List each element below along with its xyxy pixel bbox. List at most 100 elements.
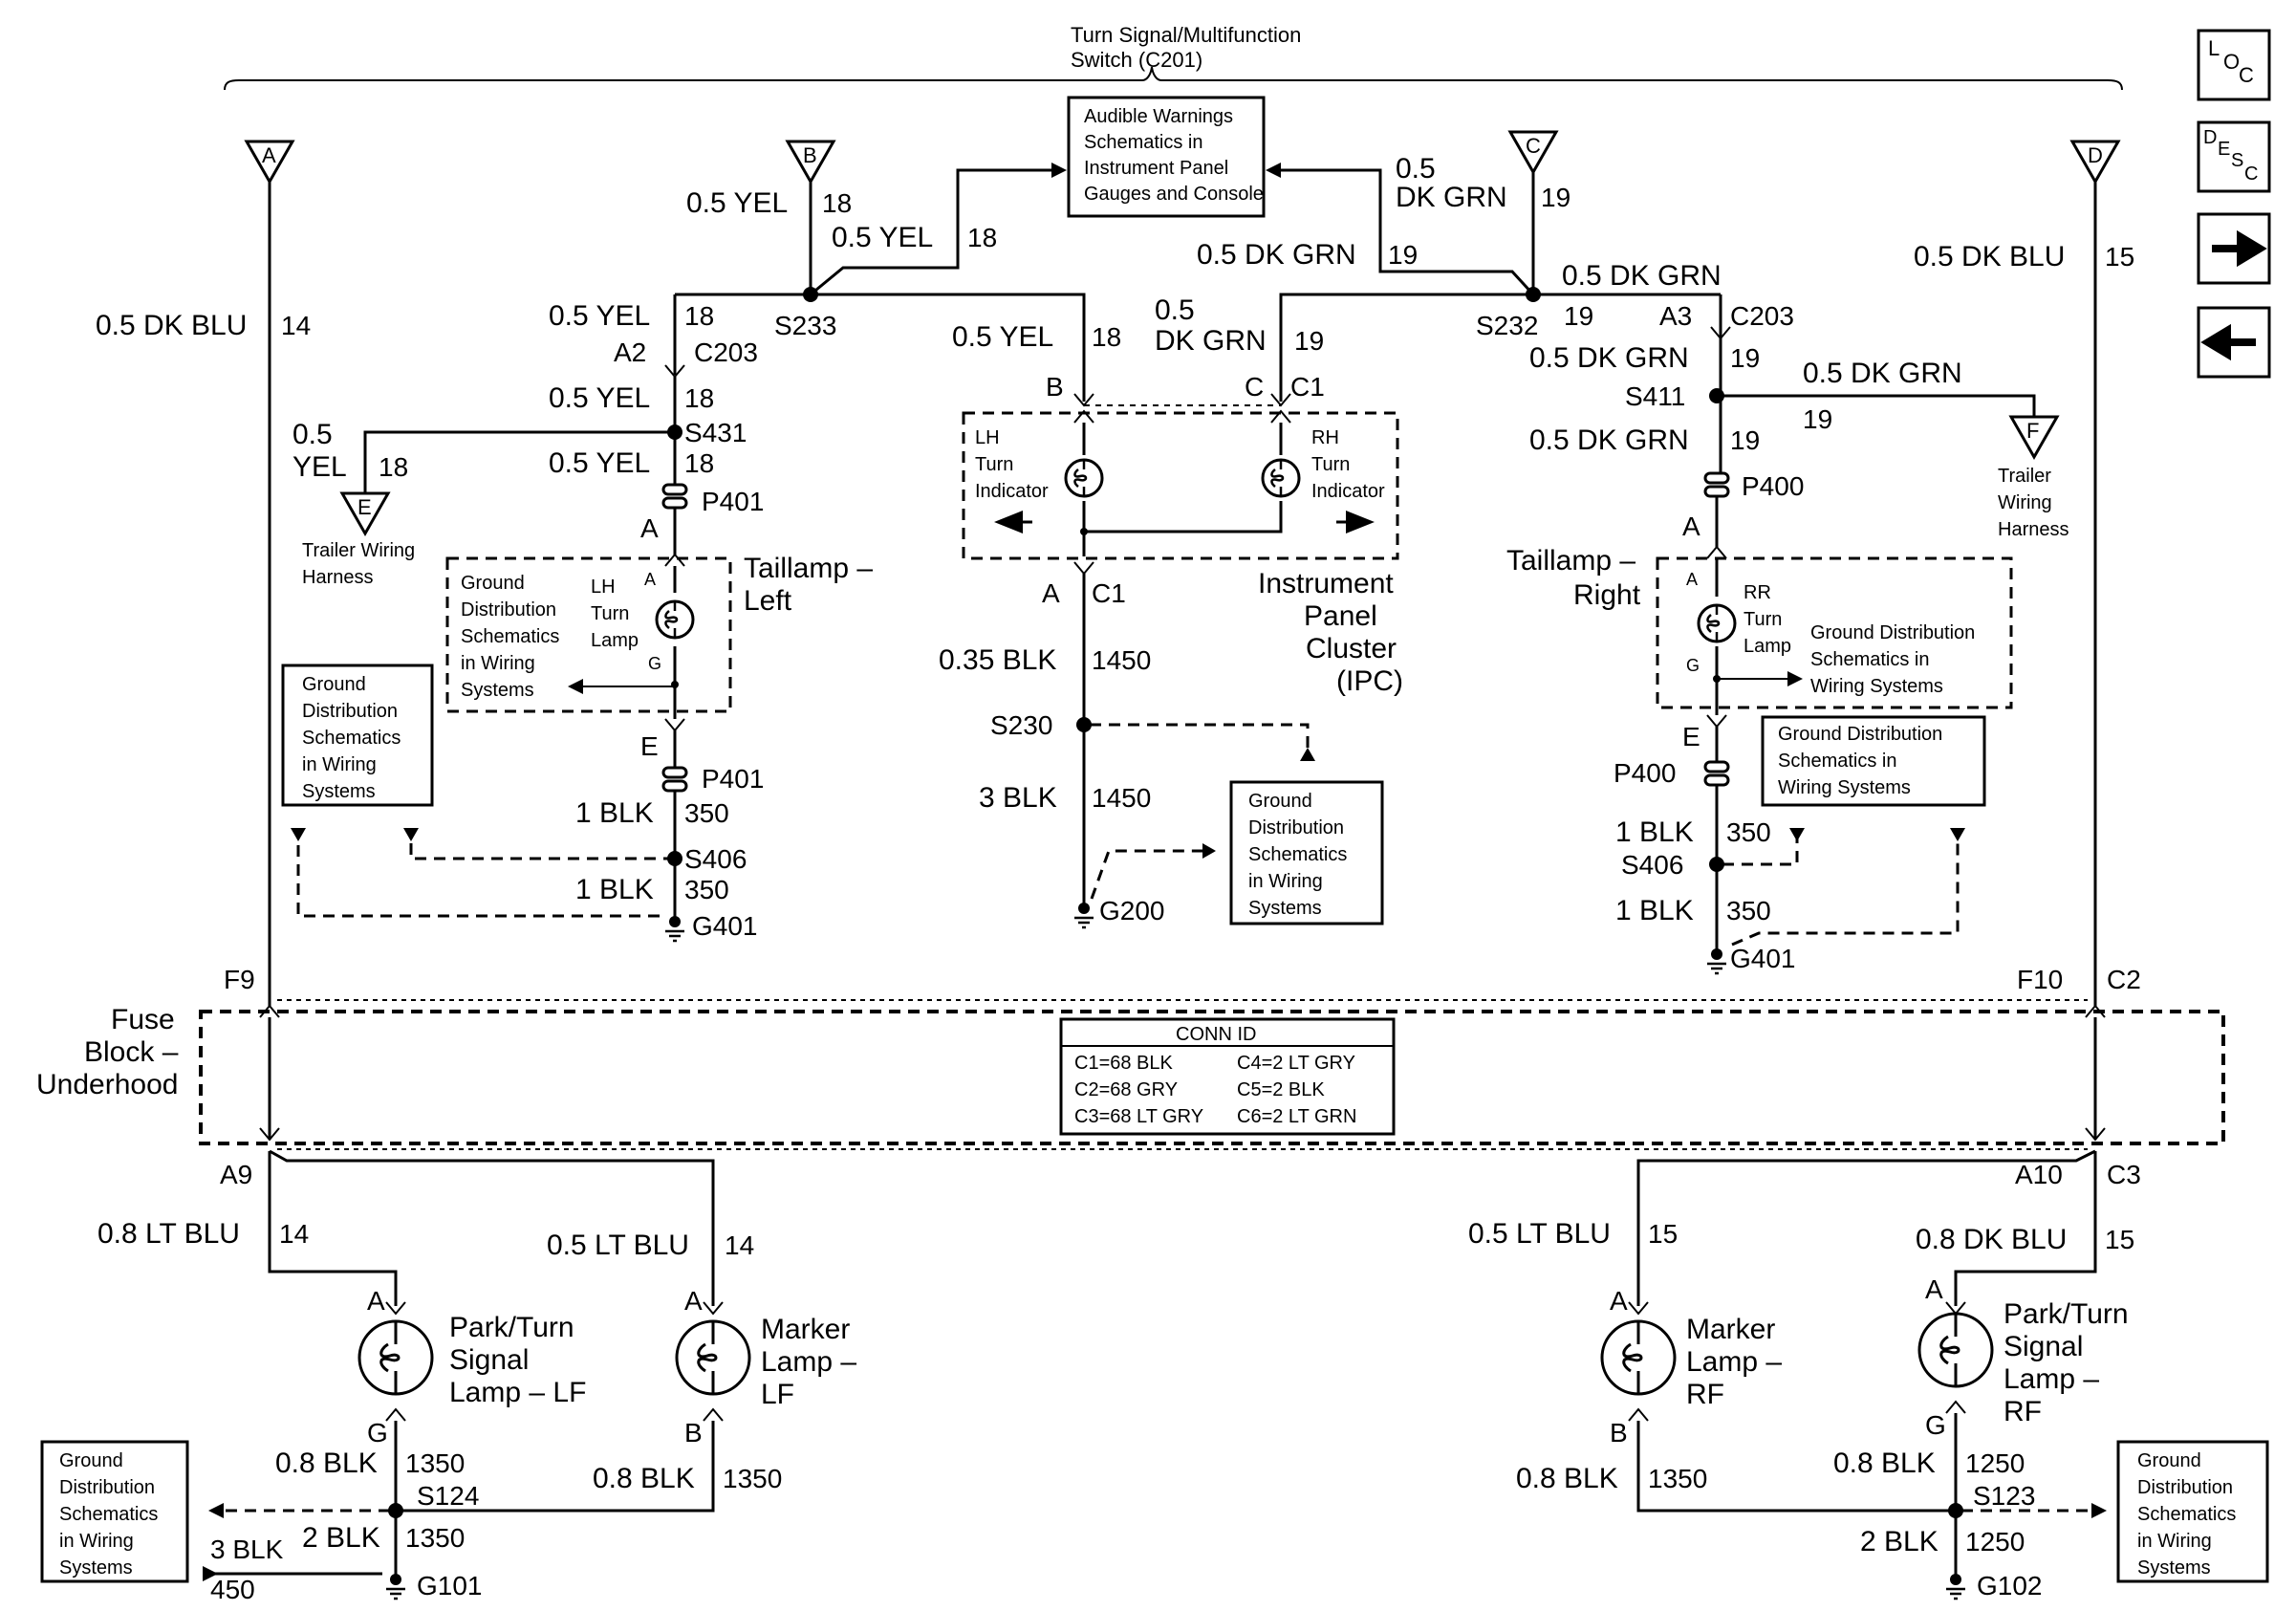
- svg-text:0.35 BLK: 0.35 BLK: [939, 644, 1056, 676]
- svg-text:Lamp: Lamp: [591, 630, 639, 651]
- svg-text:P400: P400: [1614, 758, 1676, 788]
- svg-text:P401: P401: [702, 764, 764, 794]
- svg-text:15: 15: [1648, 1219, 1678, 1249]
- svg-text:A10: A10: [2015, 1160, 2063, 1189]
- svg-text:C2=68 GRY: C2=68 GRY: [1074, 1079, 1178, 1100]
- svg-text:B: B: [803, 143, 817, 167]
- svg-text:2 BLK: 2 BLK: [1860, 1526, 1939, 1557]
- nav-buttons[interactable]: L O C D E S C: [2197, 29, 2271, 379]
- svg-text:0.8 LT BLU: 0.8 LT BLU: [97, 1218, 240, 1250]
- connector-labels: S233 S232 A2 C203 A3 C203 S431 S411 P401…: [220, 301, 2141, 1600]
- svg-text:Ground: Ground: [302, 674, 366, 695]
- svg-text:Wiring: Wiring: [1998, 492, 2052, 513]
- lh-indicator-arrow-icon: [994, 511, 1023, 533]
- svg-text:Indicator: Indicator: [975, 481, 1049, 502]
- rh-branch: Taillamp – Right RR Turn Lamp Ground Dis…: [1506, 326, 2036, 975]
- desc-button[interactable]: [2197, 120, 2271, 193]
- svg-text:Schematics: Schematics: [59, 1504, 158, 1525]
- svg-text:Audible Warnings: Audible Warnings: [1084, 106, 1233, 127]
- svg-text:0.5: 0.5: [1155, 294, 1195, 326]
- svg-text:0.5 YEL: 0.5 YEL: [549, 382, 650, 414]
- svg-text:G101: G101: [417, 1571, 483, 1600]
- svg-text:14: 14: [281, 311, 311, 340]
- svg-text:G401: G401: [692, 911, 758, 941]
- svg-text:C203: C203: [1730, 301, 1794, 331]
- ground-box-br: Ground Distribution Schematics in Wiring…: [2116, 1440, 2269, 1583]
- svg-text:Schematics in: Schematics in: [1810, 649, 1930, 670]
- svg-text:Ground Distribution: Ground Distribution: [1778, 724, 1942, 745]
- ground-box-left: Ground Distribution Schematics in Wiring…: [281, 664, 434, 807]
- svg-text:Taillamp –: Taillamp –: [1506, 545, 1635, 577]
- svg-text:E: E: [2218, 139, 2230, 160]
- svg-text:1 BLK: 1 BLK: [1615, 895, 1694, 926]
- svg-text:0.5 YEL: 0.5 YEL: [832, 222, 933, 253]
- svg-text:Distribution: Distribution: [1248, 817, 1344, 838]
- svg-text:0.8 BLK: 0.8 BLK: [1833, 1448, 1936, 1479]
- svg-text:0.5 YEL: 0.5 YEL: [686, 187, 788, 219]
- svg-text:Wiring Systems: Wiring Systems: [1810, 676, 1943, 697]
- svg-text:C: C: [2244, 163, 2258, 185]
- switch-title-2: Switch (C201): [1071, 48, 1202, 72]
- svg-text:Block –: Block –: [84, 1036, 179, 1068]
- svg-text:19: 19: [1730, 425, 1760, 455]
- svg-text:C1: C1: [1290, 372, 1325, 402]
- svg-text:15: 15: [2105, 1225, 2134, 1254]
- svg-text:A: A: [1686, 570, 1698, 589]
- svg-text:Schematics: Schematics: [302, 728, 401, 749]
- svg-text:Lamp: Lamp: [1744, 636, 1791, 657]
- svg-text:14: 14: [279, 1219, 309, 1249]
- right-arrow-icon: [2212, 229, 2267, 268]
- svg-text:E: E: [357, 495, 372, 519]
- svg-text:Indicator: Indicator: [1311, 481, 1385, 502]
- lh-branch: [291, 364, 732, 943]
- svg-text:0.5 YEL: 0.5 YEL: [549, 300, 650, 332]
- fuse-block: Fuse Block – Underhood: [36, 999, 2225, 1150]
- svg-text:Fuse: Fuse: [111, 1004, 175, 1035]
- svg-text:19: 19: [1541, 183, 1570, 212]
- svg-text:1350: 1350: [405, 1448, 465, 1478]
- lamp-labels: Park/Turn Signal Lamp – LF Marker Lamp –…: [449, 1298, 2129, 1427]
- svg-text:Panel: Panel: [1304, 600, 1377, 632]
- svg-text:DK GRN: DK GRN: [1396, 182, 1507, 213]
- svg-text:18: 18: [684, 383, 714, 413]
- svg-text:C3: C3: [2107, 1160, 2141, 1189]
- svg-text:S411: S411: [1625, 381, 1685, 411]
- svg-text:Marker: Marker: [1686, 1314, 1775, 1345]
- svg-text:0.8 BLK: 0.8 BLK: [593, 1463, 695, 1494]
- svg-text:450: 450: [210, 1575, 255, 1604]
- svg-text:19: 19: [1294, 326, 1324, 356]
- svg-text:0.5 YEL: 0.5 YEL: [549, 447, 650, 479]
- svg-text:19: 19: [1730, 343, 1760, 373]
- svg-text:Ground: Ground: [1248, 791, 1312, 812]
- svg-text:C3=68 LT GRY: C3=68 LT GRY: [1074, 1106, 1203, 1127]
- svg-text:Harness: Harness: [1998, 519, 2069, 540]
- ground-box-center: Ground Distribution Schematics in Wiring…: [1229, 780, 1384, 925]
- svg-text:Ground: Ground: [59, 1450, 123, 1471]
- svg-text:18: 18: [1092, 322, 1121, 352]
- svg-text:2 BLK: 2 BLK: [302, 1522, 380, 1554]
- svg-text:F: F: [2026, 419, 2039, 443]
- svg-text:C5=2 BLK: C5=2 BLK: [1237, 1079, 1325, 1100]
- loc-button[interactable]: [2197, 29, 2271, 101]
- svg-text:S123: S123: [1973, 1481, 2035, 1511]
- svg-text:Wiring Systems: Wiring Systems: [1778, 777, 1911, 798]
- svg-text:Systems: Systems: [2137, 1557, 2211, 1578]
- svg-text:CONN ID: CONN ID: [1176, 1024, 1256, 1045]
- svg-text:LH: LH: [975, 427, 1000, 448]
- svg-text:P401: P401: [702, 487, 764, 516]
- terminal-a: A: [244, 140, 295, 185]
- svg-text:S233: S233: [774, 311, 836, 340]
- svg-text:Lamp –: Lamp –: [761, 1346, 856, 1378]
- svg-text:1350: 1350: [1648, 1464, 1707, 1493]
- loc-label: L: [2208, 36, 2220, 60]
- svg-text:Left: Left: [744, 585, 792, 617]
- svg-text:C: C: [1526, 134, 1541, 158]
- ground-box-right: Ground Distribution Schematics in Wiring…: [1761, 715, 1986, 807]
- svg-text:Lamp –: Lamp –: [1686, 1346, 1782, 1378]
- svg-text:LH: LH: [591, 577, 616, 598]
- svg-text:1 BLK: 1 BLK: [575, 874, 654, 905]
- svg-text:F10: F10: [2017, 965, 2063, 994]
- svg-text:F9: F9: [224, 965, 255, 994]
- svg-text:A: A: [1925, 1274, 1943, 1304]
- svg-text:Schematics in: Schematics in: [1778, 751, 1897, 772]
